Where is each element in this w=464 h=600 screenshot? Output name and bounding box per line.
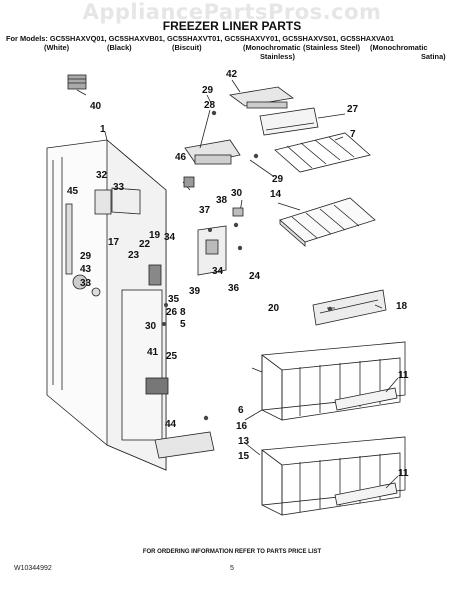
callout-17: 17 [108, 237, 120, 248]
callout-20: 20 [268, 303, 280, 314]
callout-28: 28 [204, 100, 216, 111]
callout-6: 6 [238, 405, 244, 416]
callout-43: 43 [80, 264, 92, 275]
ordering-note: FOR ORDERING INFORMATION REFER TO PARTS … [142, 549, 322, 555]
variant-black: (Black) [107, 43, 132, 52]
callout-1: 1 [100, 124, 106, 135]
exploded-diagram: 42 29 28 27 7 40 1 46 29 32 45 33 30 38 … [46, 69, 409, 516]
glass-shelf [279, 197, 376, 247]
variant-biscuit: (Biscuit) [172, 43, 202, 52]
document-number: W10344992 [14, 565, 52, 572]
callout-30: 30 [231, 188, 243, 199]
callout-38: 38 [216, 195, 228, 206]
variant-mono-satina-1: (Monochromatic [370, 43, 428, 52]
callout-11: 11 [398, 468, 409, 479]
callout-45: 45 [67, 186, 79, 197]
control-housing [197, 225, 227, 276]
callout-15: 15 [238, 451, 250, 462]
callout-33: 33 [80, 278, 92, 289]
variant-mono-satina-2: Satina) [421, 52, 446, 61]
variant-stainless-steel: (Stainless Steel) [303, 43, 361, 52]
callout-16: 16 [236, 421, 248, 432]
callout-34: 34 [164, 232, 176, 243]
damper-41 [145, 377, 169, 395]
callout-44: 44 [165, 419, 177, 430]
callout-36: 36 [228, 283, 240, 294]
page-number: 5 [230, 565, 234, 572]
callout-22: 22 [139, 239, 151, 250]
callout-35: 35 [168, 294, 180, 305]
callout-19: 19 [149, 230, 161, 241]
shelf-cover [228, 86, 295, 109]
callout-5: 5 [180, 319, 186, 330]
callout-34: 34 [212, 266, 224, 277]
freezer-liner [46, 139, 167, 471]
models-line: For Models: GC5SHAXVQ01, GC5SHAXVB01, GC… [6, 34, 394, 43]
callout-29: 29 [80, 251, 92, 262]
callout-41: 41 [147, 347, 159, 358]
fasteners [162, 110, 333, 421]
lower-basket [261, 436, 406, 516]
callout-7: 7 [350, 129, 356, 140]
square-nut [183, 176, 195, 188]
callout-11: 11 [398, 370, 409, 381]
callout-18: 18 [396, 301, 408, 312]
callout-24: 24 [249, 271, 261, 282]
callout-25: 25 [166, 351, 178, 362]
watermark: AppliancePartsPros.com [82, 0, 382, 24]
variant-mono-stainless-2: Stainless) [260, 52, 295, 61]
variant-mono-stainless-1: (Monochromatic [243, 43, 301, 52]
callout-37: 37 [199, 205, 211, 216]
callout-30: 30 [145, 321, 157, 332]
rail-bracket [312, 289, 387, 326]
callout-46: 46 [175, 152, 187, 163]
page-title: FREEZER LINER PARTS [162, 19, 302, 33]
clip-30 [232, 207, 244, 217]
shelf-trim [259, 107, 319, 136]
callout-32: 32 [96, 170, 108, 181]
shelf-bracket [184, 139, 241, 165]
callout-13: 13 [238, 436, 250, 447]
callout-39: 39 [189, 286, 201, 297]
callout-14: 14 [270, 189, 282, 200]
callout-29: 29 [272, 174, 284, 185]
wire-shelf [274, 132, 371, 173]
model-variants: (White) (Black) (Biscuit) (Monochromatic… [0, 43, 464, 63]
callout-27: 27 [347, 104, 359, 115]
callout-40: 40 [90, 101, 102, 112]
vent-cover [67, 74, 87, 90]
callout-33: 33 [113, 182, 125, 193]
upper-basket [261, 341, 406, 421]
thermostat [148, 264, 162, 286]
callout-29: 29 [202, 85, 214, 96]
callout-42: 42 [226, 69, 238, 80]
callout-26: 26 [166, 307, 178, 318]
variant-white: (White) [44, 43, 70, 52]
bottom-glide [154, 431, 215, 459]
callout-8: 8 [180, 307, 186, 318]
callout-23: 23 [128, 250, 140, 261]
